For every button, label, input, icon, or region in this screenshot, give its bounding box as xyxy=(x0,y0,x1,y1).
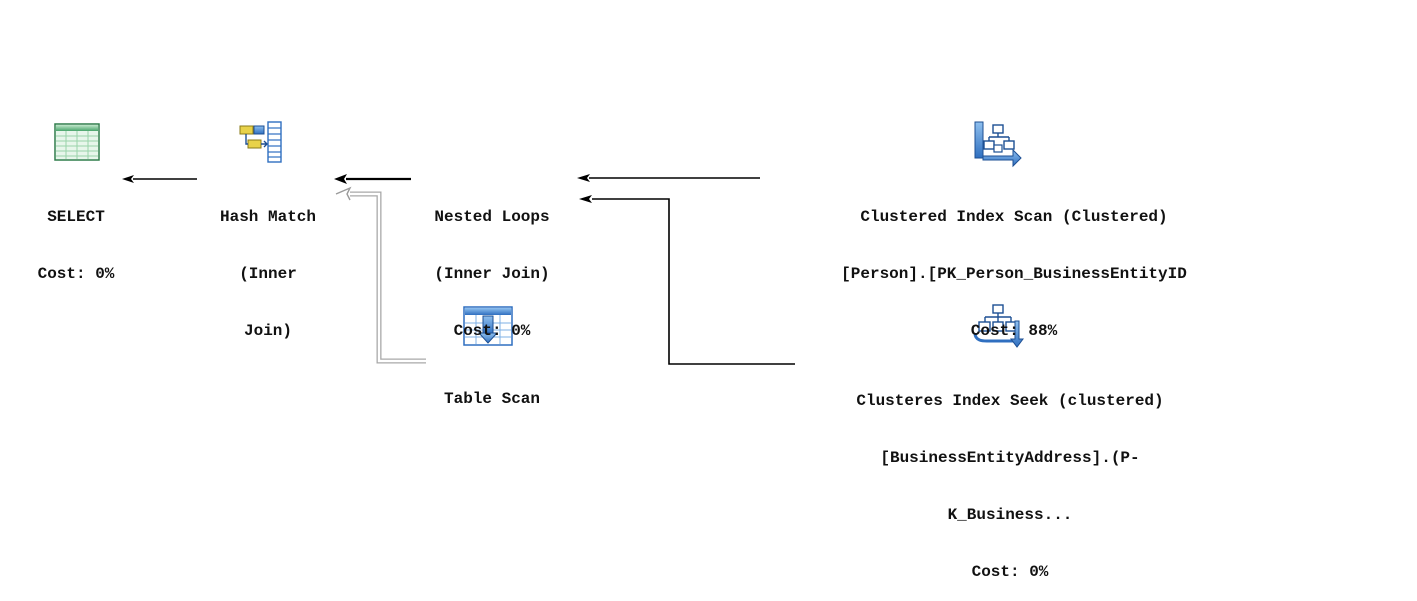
select-name: SELECT xyxy=(47,208,105,226)
clustered-seek-line3: K_Business... xyxy=(947,506,1073,524)
clustered-index-scan-icon[interactable] xyxy=(974,121,1022,168)
select-cost: Cost: 0% xyxy=(37,265,115,283)
select-operator-label[interactable]: SELECT Cost: 0% xyxy=(38,170,115,303)
nested-loops-line2: (Inner Join) xyxy=(434,265,550,283)
clustered-seek-line1: Clusteres Index Seek (clustered) xyxy=(856,392,1164,410)
table-scan-name: Table Scan xyxy=(443,390,541,408)
hash-match-line2: (Inner xyxy=(239,265,297,283)
clustered-seek-label[interactable]: Clusteres Index Seek (clustered) [Busine… xyxy=(856,354,1163,601)
clustered-scan-cost: Cost: 88% xyxy=(970,322,1058,340)
hash-match-label[interactable]: Hash Match (Inner Join) xyxy=(220,170,316,360)
nested-loops-cost: Cost: 0% xyxy=(453,322,531,340)
hash-match-icon[interactable] xyxy=(239,121,282,163)
clustered-index-seek-icon[interactable] xyxy=(973,304,1024,348)
clustered-scan-label[interactable]: Clustered Index Scan (Clustered) [Person… xyxy=(841,170,1187,360)
clustered-scan-line2: [Person].[PK_Person_BusinessEntityID xyxy=(841,265,1187,283)
clustered-seek-line2: [BusinessEntityAddress].(P- xyxy=(880,449,1140,467)
table-scan-icon[interactable] xyxy=(463,306,513,346)
arrow-tablescan-to-hash xyxy=(335,186,426,364)
table-scan-label[interactable]: Table Scan xyxy=(444,352,540,428)
execution-plan-diagram xyxy=(54,121,1024,365)
nested-loops-line1: Nested Loops xyxy=(434,208,550,226)
clustered-scan-line1: Clustered Index Scan (Clustered) xyxy=(860,208,1168,226)
hash-match-line3: Join) xyxy=(243,322,293,340)
hash-match-line1: Hash Match xyxy=(219,208,317,226)
clustered-seek-cost: Cost: 0% xyxy=(971,563,1049,581)
nested-loops-label[interactable]: Nested Loops (Inner Join) Cost: 0% xyxy=(434,170,549,360)
arrow-nested-to-hash xyxy=(334,174,411,184)
arrow-scan-to-nested xyxy=(577,174,760,182)
arrow-hash-to-select xyxy=(122,175,197,183)
arrow-seek-to-nested xyxy=(579,195,795,365)
select-grid-icon[interactable] xyxy=(54,123,100,161)
